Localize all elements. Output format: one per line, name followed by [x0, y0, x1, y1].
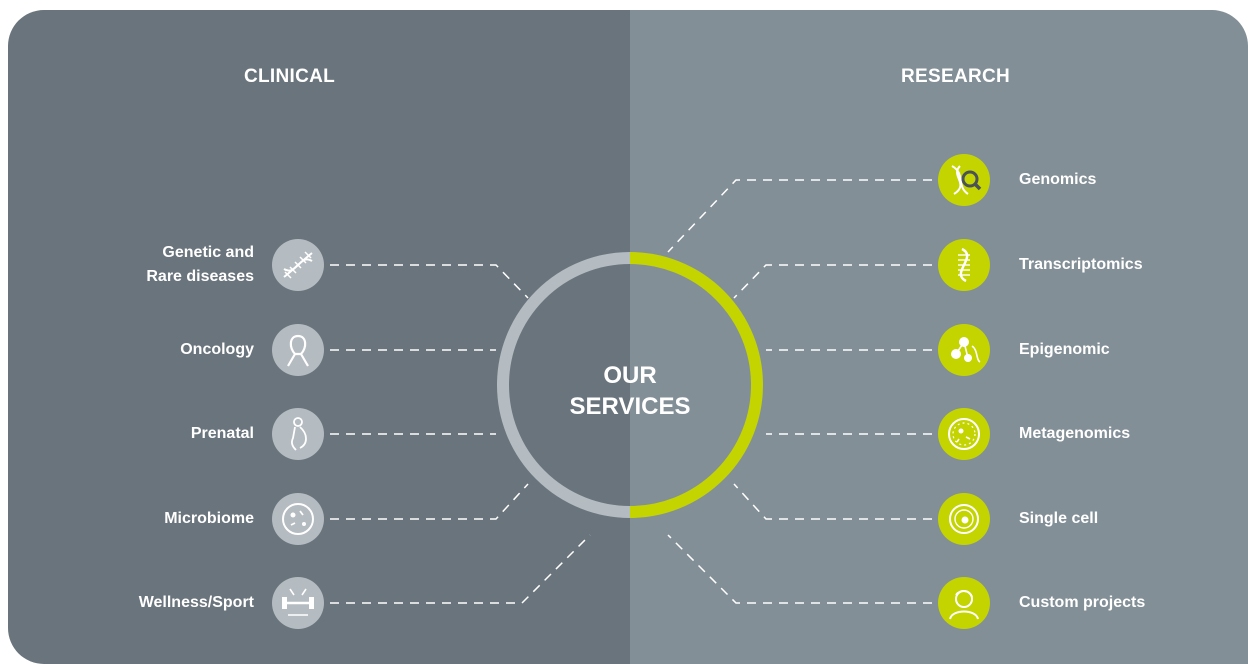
services-panel	[8, 10, 1248, 664]
ribbon-icon	[272, 324, 324, 376]
dumbbell-icon	[272, 577, 324, 629]
research-item-label: Custom projects	[1019, 594, 1146, 611]
research-item-label: Epigenomic	[1019, 341, 1110, 358]
clinical-item-label: Microbiome	[164, 510, 254, 527]
clinical-connector-5	[330, 534, 591, 604]
services-ring	[497, 252, 763, 518]
ring-research-arc	[629, 252, 763, 518]
research-item-label: Transcriptomics	[1019, 256, 1143, 273]
research-item-label: Single cell	[1019, 510, 1099, 527]
center-title-line2: SERVICES	[569, 393, 691, 420]
clinical-item-label: Genetic and Rare diseases	[146, 244, 254, 285]
clinical-title: CLINICAL	[244, 66, 336, 87]
molecule-icon	[938, 324, 990, 376]
research-item-label: Metagenomics	[1019, 425, 1131, 442]
research-connector-5	[733, 483, 932, 520]
rna-strand-icon	[938, 239, 990, 291]
clinical-connector-4	[330, 483, 529, 520]
research-connector-1	[667, 179, 932, 253]
petri-dish-icon	[272, 493, 324, 545]
dna-icon	[272, 239, 324, 291]
research-title: RESEARCH	[901, 66, 1011, 87]
ring-clinical-arc	[497, 252, 631, 518]
dna-magnifier-icon	[938, 154, 990, 206]
research-item-label: Genomics	[1019, 171, 1097, 188]
cell-icon	[938, 493, 990, 545]
research-connector-6	[667, 534, 932, 604]
clinical-item-label: Prenatal	[190, 425, 254, 442]
center-title-line1: OUR	[603, 362, 657, 389]
clinical-item-label: Oncology	[180, 341, 254, 358]
clinical-item-label: Wellness/Sport	[138, 594, 254, 611]
clinical-connector-1	[330, 264, 529, 299]
center-title: OUR SERVICES	[498, 360, 762, 422]
connector-lines	[330, 179, 932, 604]
research-section	[630, 10, 1248, 664]
research-connector-2	[733, 264, 932, 299]
microbe-dish-icon	[938, 408, 990, 460]
service-icons	[272, 154, 990, 629]
pregnant-woman-icon	[272, 408, 324, 460]
person-icon	[938, 577, 990, 629]
